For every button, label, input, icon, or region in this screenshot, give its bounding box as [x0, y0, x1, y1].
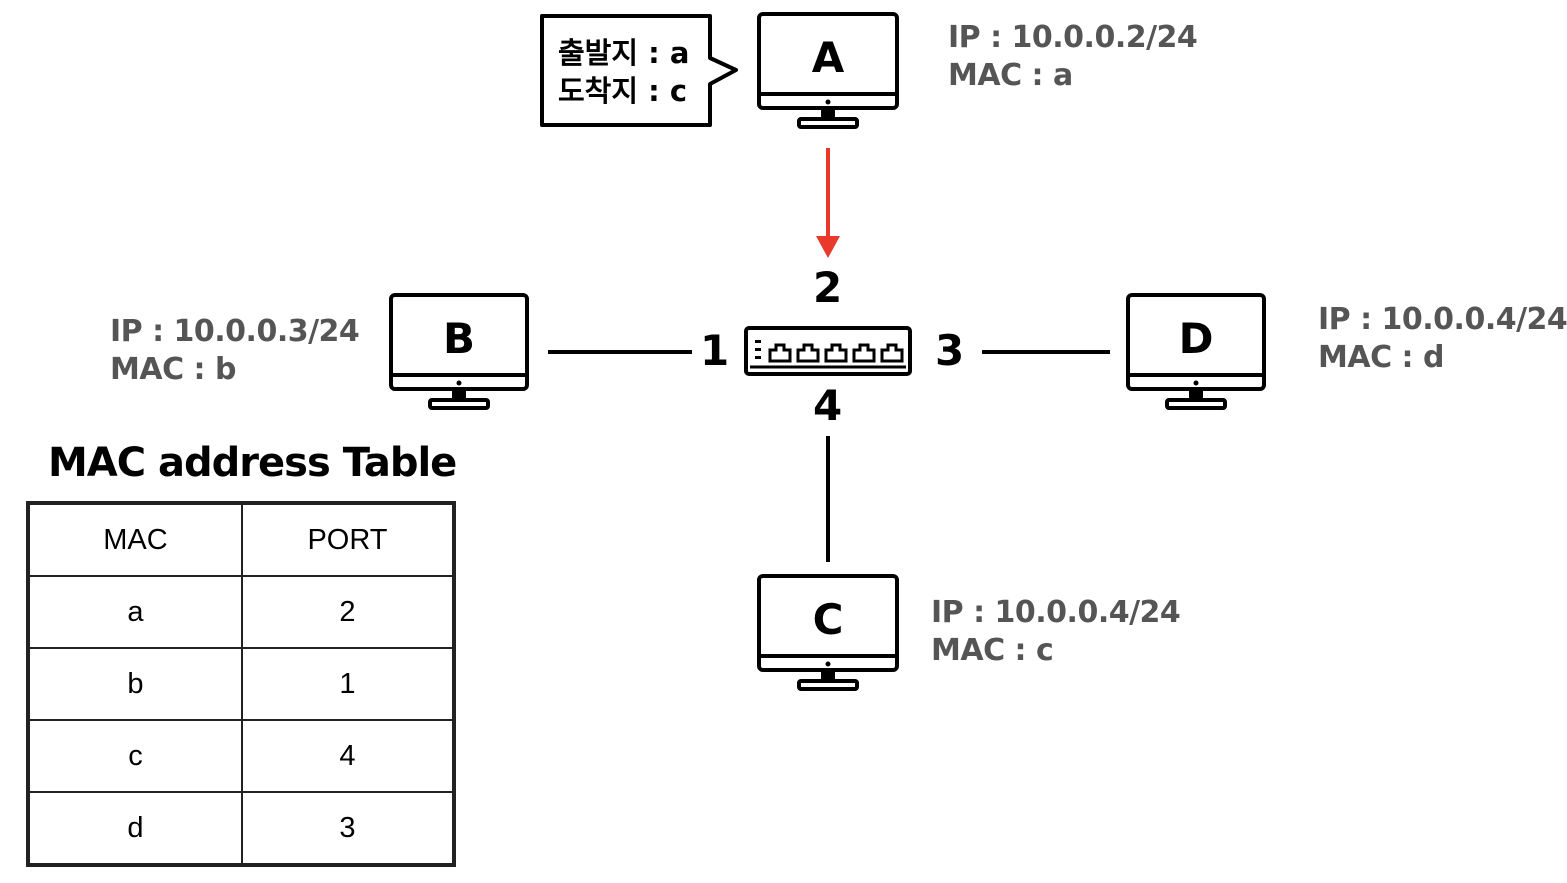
- mac-cell: d: [28, 791, 243, 865]
- port-column-header: PORT: [241, 503, 454, 577]
- host-c-info: IP : 10.0.0.4/24 MAC : c: [931, 594, 1181, 670]
- port-cell: 1: [241, 647, 454, 721]
- computer-c-icon: [757, 574, 899, 691]
- switch-icon: [744, 326, 912, 376]
- computer-b-label: B: [442, 314, 475, 363]
- host-d-info: IP : 10.0.0.4/24 MAC : d: [1318, 301, 1567, 377]
- table-row: d 3: [28, 791, 454, 865]
- mac-cell: a: [28, 575, 243, 649]
- computer-a-icon: [757, 12, 899, 129]
- port-cell: 4: [241, 719, 454, 793]
- frame-header-text: 출발지 : a 도착지 : c: [558, 34, 689, 110]
- mac-cell: c: [28, 719, 243, 793]
- switch-port-2-label: 2: [813, 263, 843, 312]
- mac-table-title: MAC address Table: [48, 440, 457, 486]
- mac-cell: b: [28, 647, 243, 721]
- host-c-mac: MAC : c: [931, 633, 1054, 668]
- host-d-ip: IP : 10.0.0.4/24: [1318, 302, 1567, 337]
- host-b-ip: IP : 10.0.0.3/24: [110, 314, 360, 349]
- host-a-ip: IP : 10.0.0.2/24: [948, 20, 1198, 55]
- switch-port-4-label: 4: [813, 381, 843, 430]
- mac-address-table: MAC PORT a 2 b 1 c 4 d 3: [26, 501, 456, 867]
- host-d-mac: MAC : d: [1318, 340, 1444, 375]
- source-mac-label: 출발지 : a: [558, 36, 690, 70]
- table-row: a 2: [28, 575, 454, 649]
- frame-arrow: [816, 148, 840, 258]
- computer-b-icon: [389, 293, 529, 410]
- computer-c-label: C: [812, 595, 844, 644]
- mac-column-header: MAC: [28, 503, 243, 577]
- computer-a-label: A: [811, 33, 845, 82]
- table-header-row: MAC PORT: [28, 503, 454, 577]
- host-c-ip: IP : 10.0.0.4/24: [931, 595, 1181, 630]
- host-b-info: IP : 10.0.0.3/24 MAC : b: [110, 313, 360, 389]
- port-cell: 2: [241, 575, 454, 649]
- host-a-info: IP : 10.0.0.2/24 MAC : a: [948, 19, 1198, 95]
- destination-mac-label: 도착지 : c: [558, 74, 688, 108]
- port-cell: 3: [241, 791, 454, 865]
- computer-d-icon: [1126, 293, 1266, 410]
- host-b-mac: MAC : b: [110, 352, 236, 387]
- computer-d-label: D: [1178, 314, 1214, 363]
- table-row: c 4: [28, 719, 454, 793]
- host-a-mac: MAC : a: [948, 58, 1073, 93]
- switch-port-1-label: 1: [700, 326, 730, 375]
- table-row: b 1: [28, 647, 454, 721]
- switch-port-3-label: 3: [935, 326, 965, 375]
- speech-bubble: [540, 14, 738, 127]
